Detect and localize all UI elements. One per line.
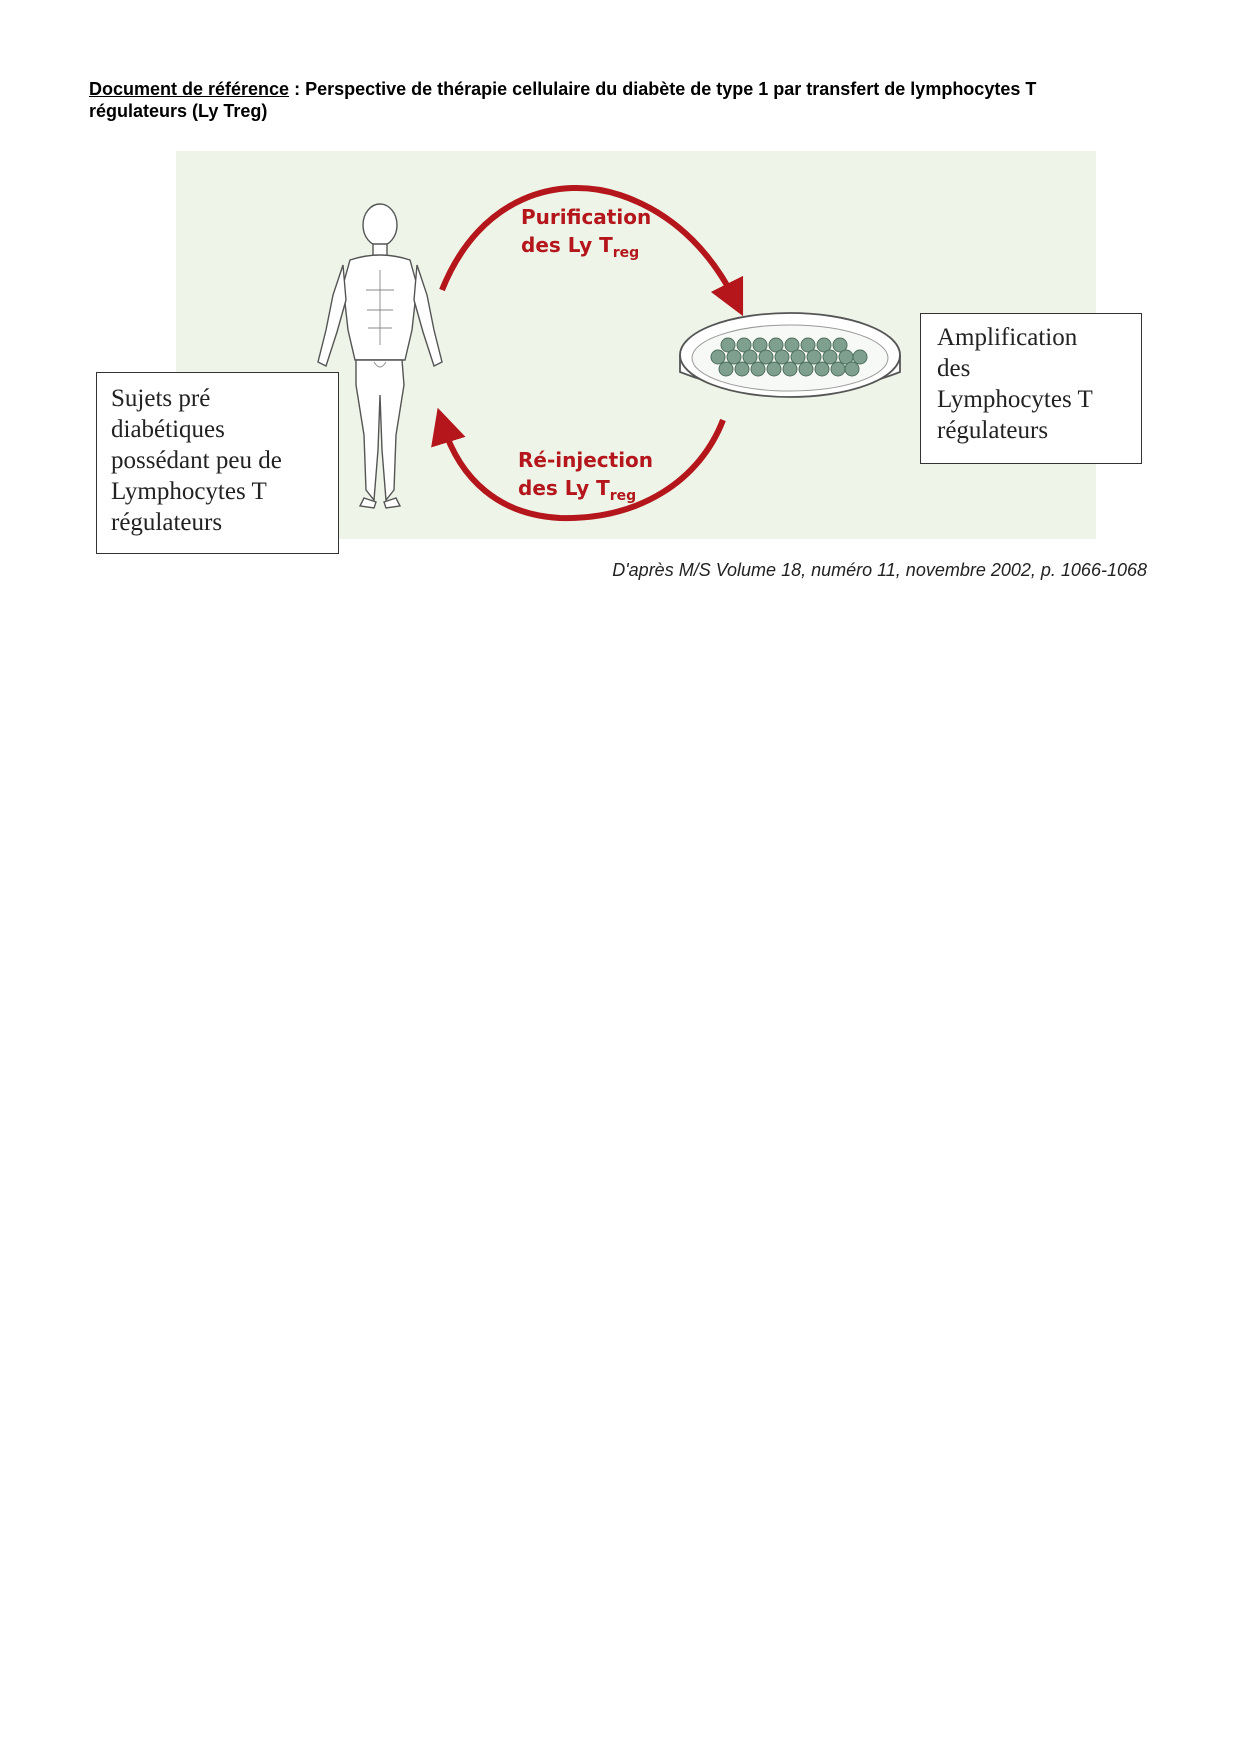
source-citation: D'après M/S Volume 18, numéro 11, novemb… xyxy=(612,560,1147,580)
petri-dish-icon xyxy=(679,312,901,398)
lymphocyte-cell xyxy=(830,361,846,377)
lymphocyte-cell xyxy=(782,361,798,377)
purification-label: Purification des Ly Treg xyxy=(521,203,651,262)
reinjection-subscript: reg xyxy=(609,488,637,504)
box-left-line: diabétiques xyxy=(111,416,225,443)
reinjection-line1: Ré-injection xyxy=(518,448,654,472)
lymphocyte-cell xyxy=(774,349,790,365)
human-body-icon xyxy=(317,203,443,509)
box-left-line: régulateurs xyxy=(111,509,223,536)
purification-arrow xyxy=(439,185,744,317)
lymphocyte-cell xyxy=(710,349,726,365)
cycle-diagram xyxy=(317,185,901,522)
lymphocyte-cell xyxy=(758,349,774,365)
lymphocyte-cell xyxy=(736,337,752,353)
lymphocyte-cell xyxy=(806,349,822,365)
lymphocyte-cell xyxy=(784,337,800,353)
lymphocyte-cell xyxy=(800,337,816,353)
lymphocyte-cell xyxy=(752,337,768,353)
box-left-line: Lymphocytes T xyxy=(111,478,267,505)
reinjection-line2: des Ly T xyxy=(518,476,610,500)
document-heading: Perspective de thérapie cellulaire du di… xyxy=(89,79,1037,121)
box-right-line: Lymphocytes T xyxy=(937,386,1093,413)
box-right-line: des xyxy=(937,355,971,382)
lymphocyte-cell xyxy=(750,361,766,377)
box-right-line: régulateurs xyxy=(937,417,1049,444)
box-prediabetic-subjects: Sujets pré diabétiques possédant peu de … xyxy=(96,372,339,554)
lymphocyte-cell xyxy=(742,349,758,365)
lymphocyte-cell xyxy=(790,349,806,365)
lymphocyte-cell xyxy=(768,337,784,353)
box-amplification: Amplification des Lymphocytes T régulate… xyxy=(920,313,1142,464)
lymphocyte-cell xyxy=(734,361,750,377)
lymphocyte-cell xyxy=(814,361,830,377)
lymphocyte-cell xyxy=(852,349,868,365)
lymphocyte-cell xyxy=(718,361,734,377)
box-right-line: Amplification xyxy=(937,324,1078,351)
reinjection-label: Ré-injection des Ly Treg xyxy=(518,446,653,505)
purification-subscript: reg xyxy=(612,245,640,261)
lymphocyte-cell xyxy=(844,361,860,377)
title-separator: : xyxy=(289,79,306,99)
cell-cluster xyxy=(710,337,868,377)
document-label: Document de référence xyxy=(89,79,290,99)
lymphocyte-cell xyxy=(726,349,742,365)
box-left-line: possédant peu de xyxy=(111,447,282,474)
purification-line1: Purification xyxy=(521,205,652,229)
document-title: Document de référence : Perspective de t… xyxy=(89,78,1139,122)
lymphocyte-cell xyxy=(822,349,838,365)
lymphocyte-cell xyxy=(832,337,848,353)
purification-line2: des Ly T xyxy=(521,233,613,257)
box-left-line: Sujets pré xyxy=(111,385,211,412)
lymphocyte-cell xyxy=(816,337,832,353)
reinjection-arrow xyxy=(431,407,726,522)
lymphocyte-cell xyxy=(720,337,736,353)
lymphocyte-cell xyxy=(798,361,814,377)
lymphocyte-cell xyxy=(766,361,782,377)
